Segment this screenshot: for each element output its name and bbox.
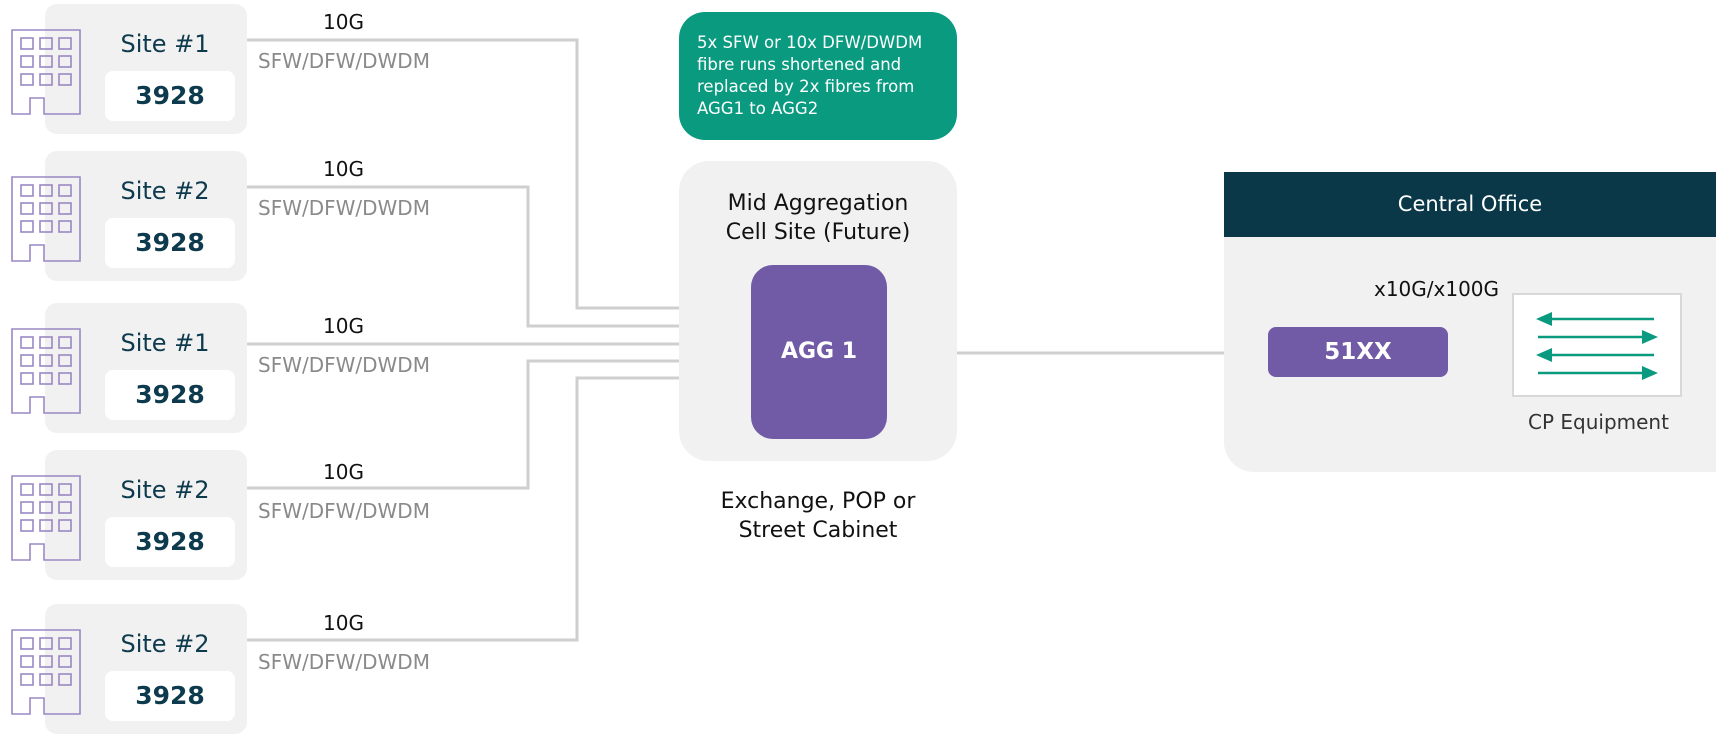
link-speed-label: 10G (323, 10, 364, 34)
mid-aggregation-panel: Mid Aggregation Cell Site (Future) AGG 1 (679, 161, 957, 461)
link-speed-label: 10G (323, 157, 364, 181)
cp-equipment-label: CP Equipment (1528, 410, 1669, 434)
site-card-3: Site #1 3928 (45, 303, 247, 433)
mid-title-line1: Mid Aggregation (727, 191, 909, 216)
node-51xx: 51XX (1268, 327, 1448, 377)
site-card-2: Site #2 3928 (45, 151, 247, 281)
site-number: 3928 (105, 71, 235, 121)
link-site-5 (247, 376, 751, 642)
site-number: 3928 (105, 671, 235, 721)
link-site-2 (247, 185, 751, 328)
agg-1-node: AGG 1 (751, 265, 887, 439)
link-medium-label: SFW/DFW/DWDM (258, 353, 430, 377)
site-title: Site #1 (120, 329, 210, 357)
building-icon (11, 328, 81, 414)
site-title: Site #1 (120, 30, 210, 58)
site-card-4: Site #2 3928 (45, 450, 247, 580)
mid-aggregation-title: Mid Aggregation Cell Site (Future) (679, 189, 957, 247)
building-icon (11, 475, 81, 561)
site-title: Site #2 (120, 630, 210, 658)
building-icon (11, 629, 81, 715)
link-speed-label: 10G (323, 314, 364, 338)
site-number: 3928 (105, 517, 235, 567)
cp-equipment-box (1512, 293, 1682, 397)
link-medium-label: SFW/DFW/DWDM (258, 650, 430, 674)
link-site-4 (247, 359, 751, 490)
mid-title-line2: Cell Site (Future) (725, 220, 911, 245)
link-speed-label: 10G (323, 460, 364, 484)
location-line1: Exchange, POP or (720, 489, 916, 514)
link-medium-label: SFW/DFW/DWDM (258, 49, 430, 73)
building-icon (11, 29, 81, 115)
site-number: 3928 (105, 218, 235, 268)
note-text: 5x SFW or 10x DFW/DWDM fibre runs shorte… (697, 33, 923, 118)
link-speed-label: 10G (323, 611, 364, 635)
site-card-5: Site #2 3928 (45, 604, 247, 734)
co-link-speed-label: x10G/x100G (1374, 277, 1500, 301)
building-icon (11, 176, 81, 262)
location-line2: Street Cabinet (738, 518, 898, 543)
fibre-note-callout: 5x SFW or 10x DFW/DWDM fibre runs shorte… (679, 12, 957, 140)
site-number: 3928 (105, 370, 235, 420)
link-medium-label: SFW/DFW/DWDM (258, 499, 430, 523)
link-medium-label: SFW/DFW/DWDM (258, 196, 430, 220)
bidirectional-arrows-icon (1536, 312, 1658, 380)
link-site-1 (247, 38, 751, 310)
site-title: Site #2 (120, 476, 210, 504)
central-office-header: Central Office (1224, 172, 1716, 237)
site-card-1: Site #1 3928 (45, 4, 247, 134)
site-title: Site #2 (120, 177, 210, 205)
location-caption: Exchange, POP or Street Cabinet (679, 487, 957, 545)
